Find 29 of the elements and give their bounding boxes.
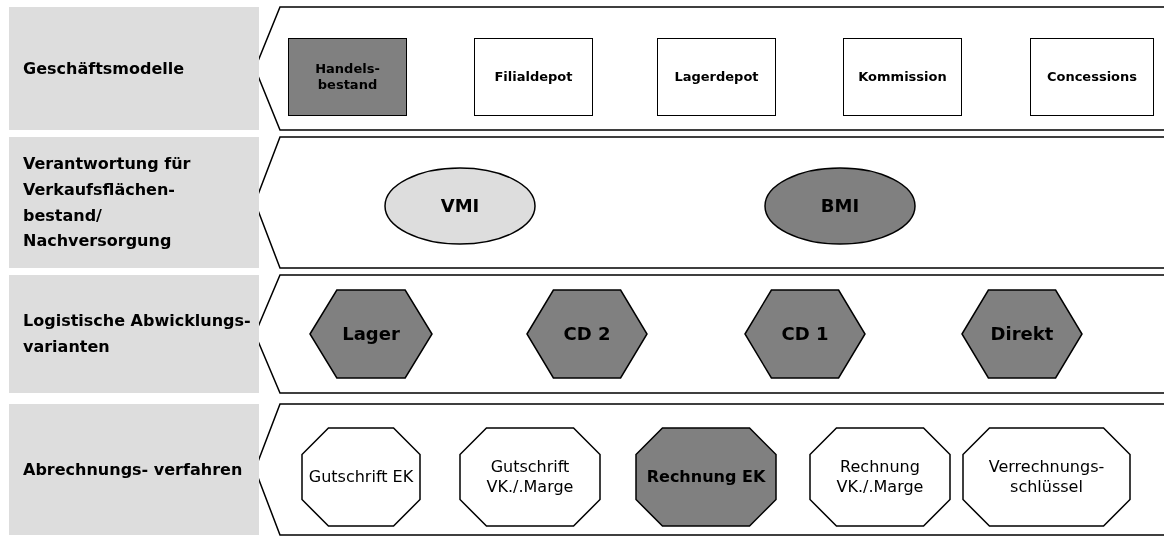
model-box [657,38,776,116]
item-label: Gutschrift VK./.Marge [485,457,575,497]
item-label: Lager [342,322,400,346]
item-label: CD 2 [563,322,611,346]
item-label: Verrechnungs- schlüssel [987,457,1106,497]
item-label: Gutschrift EK [308,467,414,487]
model-box [843,38,962,116]
item-label: Filialdepot [494,68,573,86]
model-box [288,38,407,116]
row-label: Geschäftsmodelle [23,57,185,80]
item-label: CD 1 [781,322,829,346]
item-label: Kommission [858,68,947,86]
item-label: BMI [820,194,860,218]
item-label: Concessions [1046,68,1138,86]
row-label-panel [9,404,259,535]
item-label: Rechnung EK [646,467,766,487]
item-label: Lagerdepot [674,68,759,86]
item-label: Direkt [990,322,1054,346]
row-label-panel [9,7,259,130]
model-box [474,38,593,116]
model-box [1030,38,1154,116]
row-label-panel [9,275,259,393]
row-label: Logistische Abwicklungs- varianten [23,310,252,358]
item-label: Rechnung VK./.Marge [835,457,925,497]
item-label: Handels- bestand [314,60,381,94]
row-label: Abrechnungs- verfahren [23,458,243,481]
row-label: Verantwortung für Verkaufsflächen- bestand/ Nachversorgung [23,153,192,253]
row-label-panel [9,137,259,268]
item-label: VMI [440,194,480,218]
